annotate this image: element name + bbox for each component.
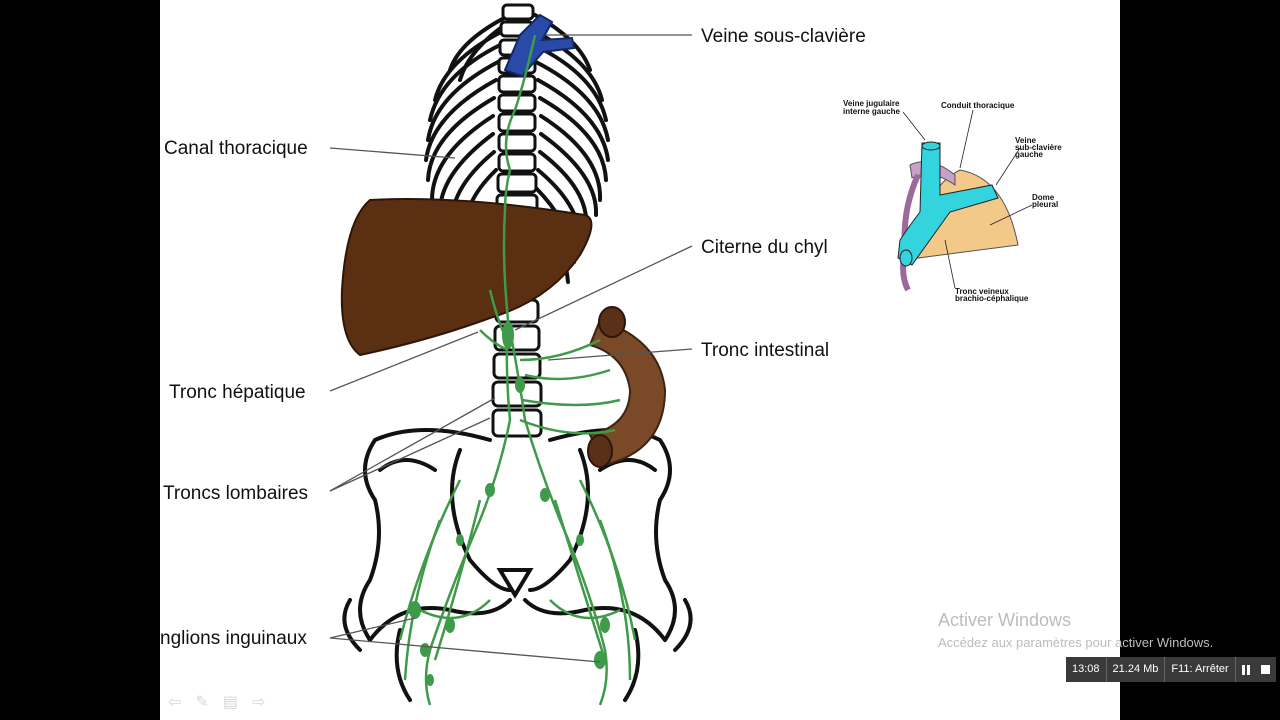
inset-vein-end [899, 249, 913, 267]
label-veine-sous-claviere: Veine sous-clavière [701, 26, 866, 47]
recorder-size: 21.24 Mb [1107, 657, 1166, 682]
recorder-time: 13:08 [1066, 657, 1107, 682]
inset-vein [897, 142, 999, 266]
label-tronc-hepatique: Tronc hépatique [169, 382, 306, 403]
intestine-end-bottom [587, 434, 613, 468]
pause-button[interactable] [1236, 657, 1256, 682]
slide: Veine sous-clavière Canal thoracique Cit… [160, 0, 1120, 720]
inset-label-jugulaire-1: Veine jugulaire [843, 99, 900, 108]
lymphatic-system-diagram: Veine sous-clavière Canal thoracique Cit… [160, 3, 1062, 706]
inset-diagram: Veine jugulaire interne gauche Conduit t… [843, 99, 1062, 303]
inset-label-veine-sub-1: Veine [1015, 136, 1036, 145]
label-tronc-intestinal: Tronc intestinal [701, 340, 829, 361]
pen-icon[interactable]: ✎ [195, 694, 209, 711]
label-canal-thoracique: Canal thoracique [164, 138, 308, 159]
label-ganglions-inguinaux: nglions inguinaux [160, 628, 307, 649]
inset-label-conduit: Conduit thoracique [941, 101, 1015, 110]
watermark-title: Activer Windows [938, 610, 1072, 630]
menu-icon[interactable]: ▤ [222, 694, 238, 711]
pause-icon [1241, 664, 1250, 675]
label-citerne-du-chyl: Citerne du chyl [701, 237, 828, 258]
inset-label-tronc-1: Tronc veineux [955, 287, 1009, 296]
watermark-subtitle: Accédez aux paramètres pour activer Wind… [938, 635, 1214, 650]
liver [340, 198, 593, 357]
pelvis [342, 428, 693, 702]
slide-nav-controls: ⇦ ✎ ▤ ⇨ [168, 692, 265, 712]
inset-label-dome-2: pleural [1032, 200, 1058, 209]
leader-lines [329, 34, 693, 663]
stop-icon [1261, 665, 1271, 674]
label-troncs-lombaires: Troncs lombaires [163, 483, 308, 504]
recorder-stop-hint: F11: Arrêter [1165, 657, 1236, 682]
inset-label-tronc-2: brachio-céphalique [955, 294, 1029, 303]
recorder-bar: 13:08 21.24 Mb F11: Arrêter [1066, 657, 1276, 682]
inset-label-dome-1: Dome [1032, 193, 1055, 202]
arrow-right-icon[interactable]: ⇨ [251, 694, 266, 711]
inset-label-veine-sub-3: gauche [1015, 150, 1044, 159]
stop-button[interactable] [1256, 657, 1276, 682]
inset-vein-top [921, 141, 941, 151]
arrow-left-icon[interactable]: ⇦ [168, 694, 182, 711]
inset-label-jugulaire-2: interne gauche [843, 107, 900, 116]
inset-label-veine-sub-2: sub-clavière [1015, 143, 1062, 152]
windows-activation-watermark: Activer Windows Accédez aux paramètres p… [938, 610, 1213, 650]
intestine-end-top [598, 306, 626, 338]
subclavian-vein [503, 13, 576, 78]
